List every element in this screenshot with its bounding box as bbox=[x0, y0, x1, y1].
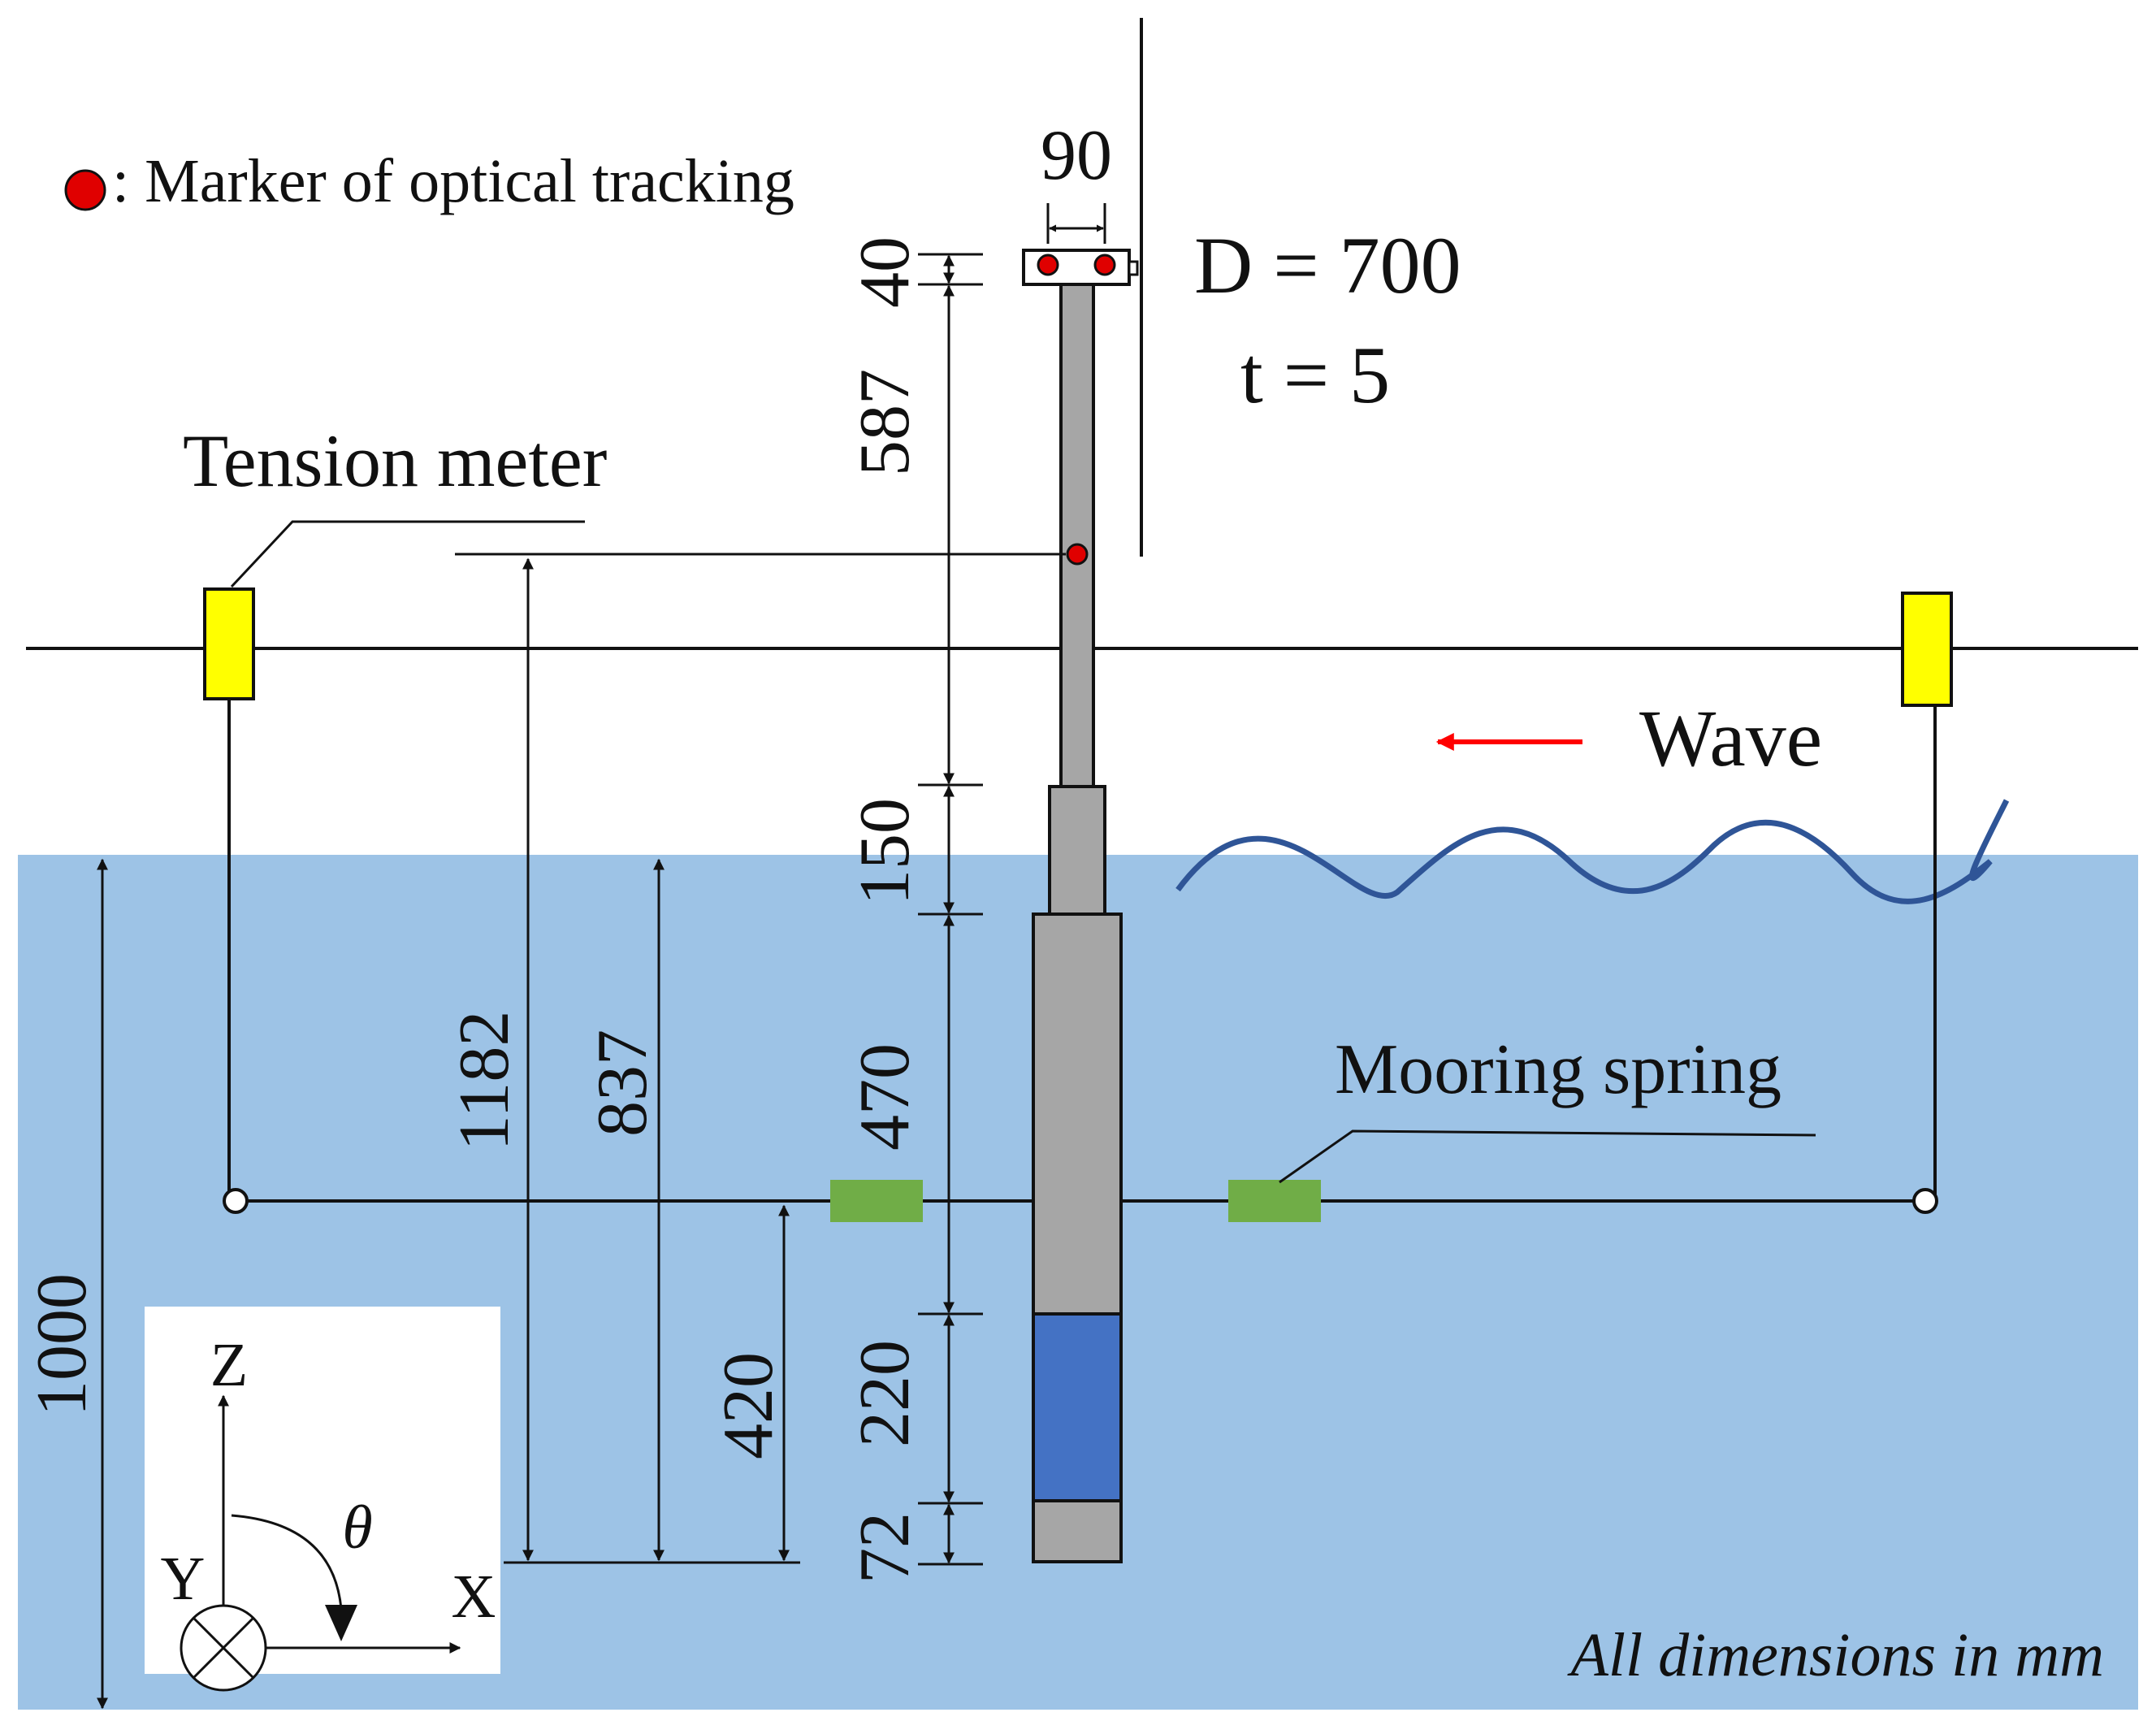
tension-meter-leader bbox=[230, 520, 585, 588]
dim-837-label: 837 bbox=[583, 1030, 662, 1137]
dim-1182-label: 1182 bbox=[445, 1011, 524, 1151]
wave-label: Wave bbox=[1639, 693, 1822, 783]
theta-arrowhead bbox=[325, 1605, 357, 1641]
z-axis-label: Z bbox=[210, 1331, 248, 1399]
marker-dot-2 bbox=[1093, 254, 1116, 276]
legend-marker-dot bbox=[64, 169, 106, 211]
units-note: All dimensions in mm bbox=[1566, 1621, 2104, 1689]
transition-column bbox=[1048, 785, 1106, 916]
ballast-section bbox=[1032, 1312, 1123, 1502]
theta-label: θ bbox=[342, 1493, 372, 1562]
top-cap-tab bbox=[1128, 260, 1139, 276]
coordinate-axes-inset: Z X Y θ bbox=[145, 1307, 500, 1692]
dim-150-label: 150 bbox=[846, 798, 924, 905]
pulley-right bbox=[1912, 1188, 1938, 1214]
theta-arc bbox=[231, 1514, 343, 1610]
diameter-label: D = 700 bbox=[1194, 220, 1461, 310]
tension-meter-label: Tension meter bbox=[183, 419, 607, 502]
tension-meter-left bbox=[203, 587, 255, 700]
wave-line bbox=[1175, 799, 2010, 904]
mooring-spring-left bbox=[830, 1180, 923, 1222]
legend-marker-label: : Marker of optical tracking bbox=[112, 147, 794, 215]
dim-420-label: 420 bbox=[709, 1352, 788, 1459]
thickness-label: t = 5 bbox=[1240, 330, 1390, 420]
y-symbol-cross-2 bbox=[192, 1616, 255, 1680]
dim-40-label: 40 bbox=[846, 236, 924, 308]
upper-column bbox=[1059, 283, 1095, 788]
pulley-left bbox=[223, 1188, 249, 1214]
marker-dot-3 bbox=[1066, 543, 1089, 566]
bottom-section bbox=[1032, 1499, 1123, 1563]
marker-dot-1 bbox=[1037, 254, 1059, 276]
x-axis-label: X bbox=[452, 1563, 496, 1631]
lower-column bbox=[1032, 913, 1123, 1316]
dim-72-label: 72 bbox=[846, 1512, 924, 1584]
dim-220-label: 220 bbox=[846, 1340, 924, 1447]
dim-587-label: 587 bbox=[846, 369, 924, 476]
mooring-spring-right bbox=[1228, 1180, 1321, 1222]
mooring-spring-leader bbox=[1279, 1129, 1816, 1184]
dim-1000-label: 1000 bbox=[23, 1273, 102, 1416]
dim-470-label: 470 bbox=[846, 1043, 924, 1151]
dim-chain-ticks bbox=[918, 253, 983, 1566]
y-axis-label: Y bbox=[161, 1545, 206, 1613]
tension-meter-right bbox=[1901, 592, 1953, 707]
dim-90-label: 90 bbox=[1041, 116, 1112, 195]
mooring-spring-label: Mooring spring bbox=[1335, 1030, 1782, 1109]
